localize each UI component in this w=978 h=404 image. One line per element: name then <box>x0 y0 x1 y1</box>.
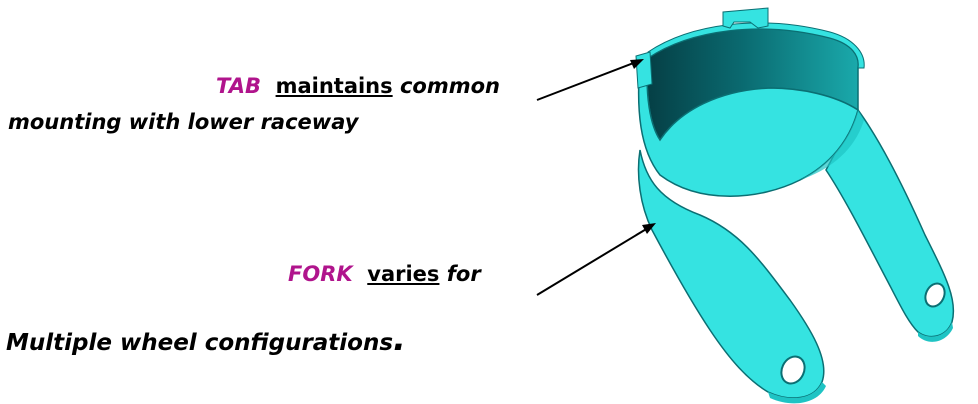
ring-band <box>637 56 859 197</box>
tab-rest-line1: common <box>399 74 500 98</box>
tab-arrow <box>536 59 644 101</box>
fork-line2-text: Multiple wheel configurations <box>6 330 394 356</box>
fork-verb: varies <box>367 262 440 286</box>
left-arm-hole <box>780 355 806 385</box>
fork-bracket-part <box>635 7 955 404</box>
fork-keyword: FORK <box>288 262 353 286</box>
fork-annotation-line2: Multiple wheel configurations. <box>6 322 406 356</box>
right-fork-arm <box>825 108 955 338</box>
fork-annotation-line1: FORK varies for <box>288 262 481 286</box>
tab-keyword: TAB <box>216 74 261 98</box>
fork-arrow <box>536 223 656 296</box>
tab-notch <box>722 7 769 29</box>
tab-annotation-line2: mounting with lower raceway <box>8 110 359 134</box>
tab-annotation-line1: TAB maintains common <box>216 74 500 98</box>
side-tab <box>635 51 653 89</box>
tab-verb: maintains <box>275 74 393 98</box>
ring-top-rim <box>647 22 865 69</box>
right-arm-hole <box>924 282 946 308</box>
fork-rest-line1: for <box>446 262 481 286</box>
fork-line2-period: . <box>393 319 406 359</box>
